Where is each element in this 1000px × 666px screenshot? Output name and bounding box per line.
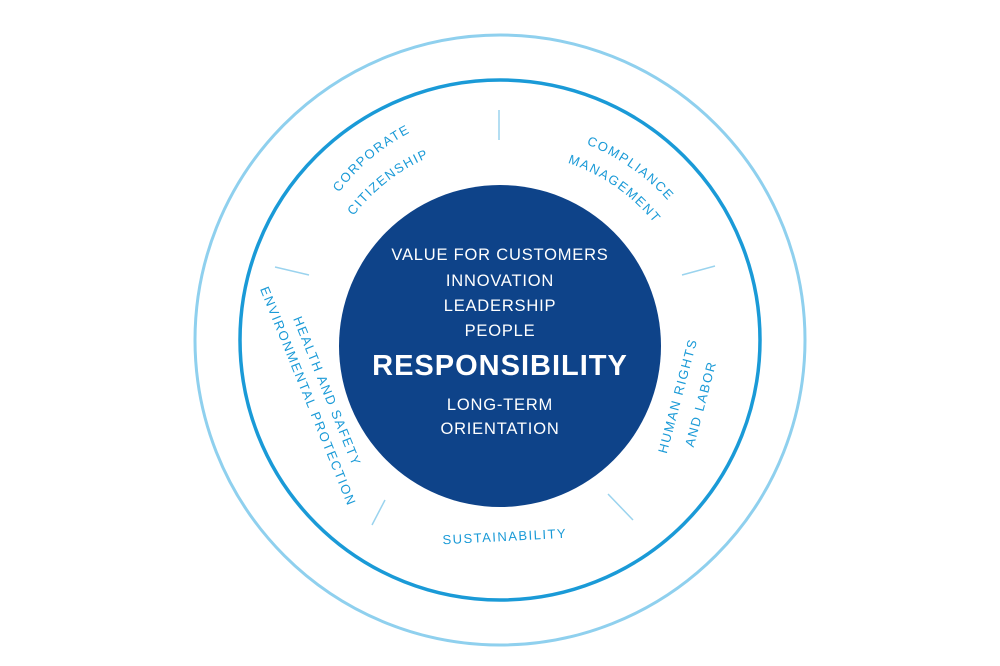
core-item: LONG-TERM — [447, 396, 553, 414]
core-item: VALUE FOR CUSTOMERS — [391, 246, 608, 264]
core-item: LEADERSHIP — [444, 297, 557, 315]
segment-divider — [607, 493, 634, 521]
segment-divider — [371, 499, 386, 526]
core-item: INNOVATION — [446, 272, 554, 290]
core-circle — [339, 185, 661, 507]
segment-divider — [274, 266, 310, 276]
core-title: RESPONSIBILITY — [372, 350, 628, 382]
outer-ring — [193, 33, 807, 647]
middle-ring — [238, 78, 762, 602]
core-item: ORIENTATION — [440, 420, 559, 438]
segment-label-sustainability: SUSTAINABILITY — [442, 526, 567, 548]
segment-divider — [681, 265, 716, 276]
core-item: PEOPLE — [465, 322, 536, 340]
